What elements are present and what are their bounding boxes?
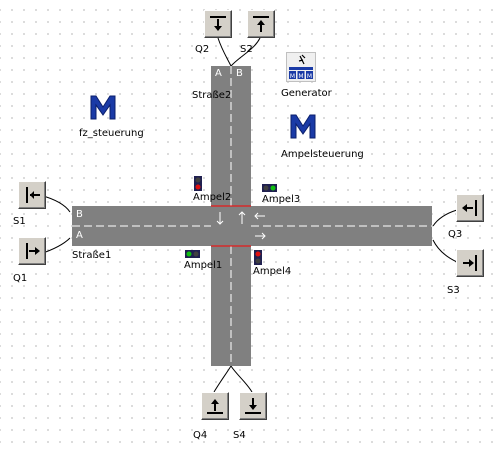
traffic-light-icon [194, 176, 202, 191]
sink-s4-button[interactable] [239, 392, 267, 420]
arrow-up-icon [238, 211, 246, 224]
label-s2: S2 [240, 44, 253, 55]
traffic-light-icon [185, 250, 200, 258]
label-q3: Q3 [448, 229, 463, 240]
label-ampel1: Ampel1 [184, 260, 223, 271]
generator-block[interactable]: M M M [286, 52, 316, 82]
label-s4: S4 [233, 430, 246, 441]
lane-label-strasse1-top: B [76, 209, 83, 220]
label-q4: Q4 [193, 430, 208, 441]
label-q1: Q1 [13, 273, 28, 284]
label-generator: Generator [281, 88, 332, 99]
arrow-left-icon [254, 212, 265, 220]
ampel2-light[interactable] [194, 176, 202, 191]
sink-s2-button[interactable] [247, 10, 275, 38]
arrow-up-bar-icon [253, 16, 269, 32]
label-ampel3: Ampel3 [262, 194, 301, 205]
sink-s1-button[interactable] [18, 181, 46, 209]
source-q1-button[interactable] [18, 237, 46, 265]
arrow-down-bar-icon [210, 16, 226, 31]
arrow-right-bar-icon [26, 243, 40, 259]
svg-text:M: M [298, 73, 303, 80]
label-ampelsteuerung: Ampelsteuerung [281, 149, 364, 160]
junction-arrows [216, 211, 266, 240]
m-block-icon [90, 95, 116, 120]
arrow-left-bar-icon [26, 187, 40, 203]
label-strasse1: Straße1 [72, 250, 112, 261]
arrow-right-bar-icon [463, 255, 477, 271]
traffic-light-icon [254, 250, 262, 265]
m-block-icon [290, 114, 316, 139]
arrow-up-bar-icon [207, 399, 223, 414]
traffic-light-icon [262, 184, 277, 192]
ampel3-light[interactable] [262, 184, 277, 192]
source-q2-button[interactable] [204, 10, 232, 38]
arrow-down-icon [216, 212, 224, 225]
label-strasse2: Straße2 [192, 90, 232, 101]
ampelsteuerung-block[interactable] [288, 111, 318, 141]
source-q3-button[interactable] [456, 194, 484, 222]
label-fz-steuerung: fz_steuerung [79, 128, 144, 139]
ampel1-light[interactable] [185, 250, 200, 258]
arrow-down-bar-icon [245, 398, 261, 414]
lane-label-strasse2-right: B [236, 68, 243, 79]
svg-text:M: M [307, 73, 312, 80]
label-ampel2: Ampel2 [193, 192, 232, 203]
lane-label-strasse2-left: A [215, 68, 222, 79]
generator-icon: M M M [286, 52, 316, 82]
label-s1: S1 [13, 216, 26, 227]
label-s3: S3 [447, 285, 460, 296]
svg-text:M: M [290, 73, 295, 80]
fz-steuerung-block[interactable] [88, 92, 118, 122]
arrow-left-bar-icon [462, 200, 477, 216]
source-q4-button[interactable] [201, 392, 229, 420]
lane-label-strasse1-bottom: A [76, 230, 83, 241]
label-q2: Q2 [195, 44, 210, 55]
sink-s3-button[interactable] [456, 249, 484, 277]
arrow-right-icon [255, 232, 266, 240]
label-ampel4: Ampel4 [253, 266, 292, 277]
ampel4-light[interactable] [254, 250, 262, 265]
